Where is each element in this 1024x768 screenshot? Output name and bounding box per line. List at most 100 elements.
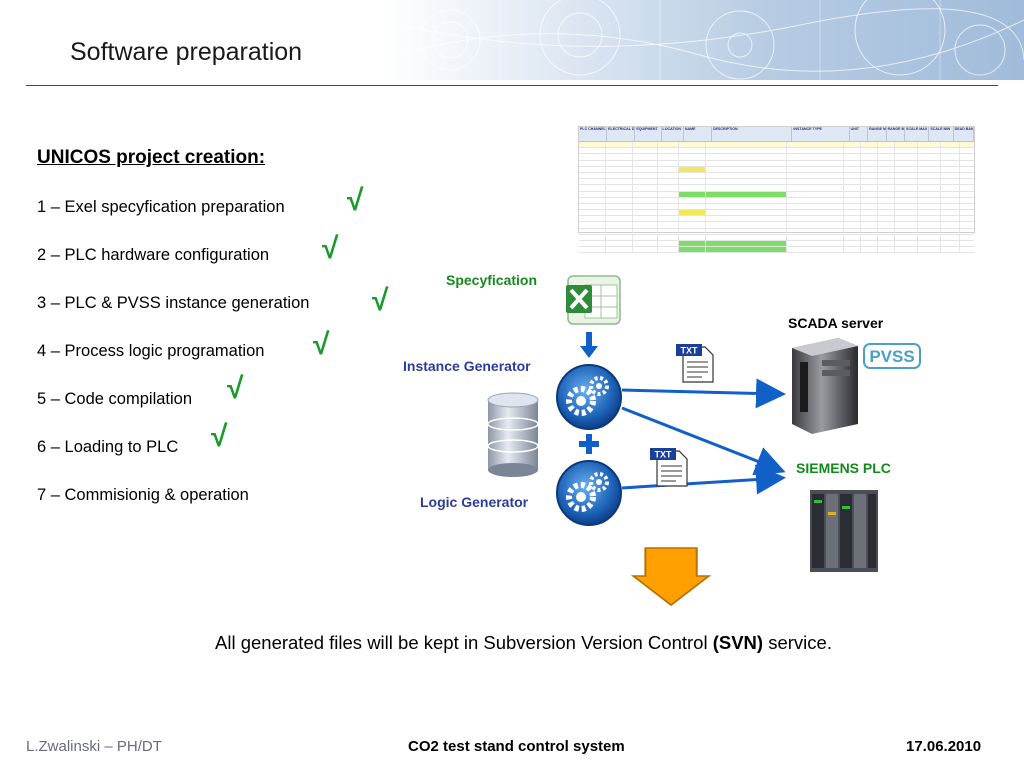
spreadsheet-cell bbox=[658, 247, 679, 253]
spreadsheet-cell bbox=[844, 222, 861, 228]
step-3: 3 – PLC & PVSS instance generation bbox=[37, 294, 310, 312]
logic-to-plc-arrow bbox=[621, 464, 786, 495]
spreadsheet-cell bbox=[861, 172, 878, 179]
spreadsheet-cell bbox=[861, 142, 878, 148]
spreadsheet-cell bbox=[633, 179, 658, 185]
plc-icon bbox=[810, 490, 878, 572]
spreadsheet-cell bbox=[895, 203, 918, 210]
spreadsheet-cell bbox=[658, 197, 679, 203]
spreadsheet-column-header: SCALE MIN bbox=[929, 127, 954, 141]
spreadsheet-cell bbox=[579, 154, 606, 160]
spreadsheet-cell bbox=[658, 228, 679, 234]
spreadsheet-cell bbox=[579, 247, 606, 253]
spreadsheet-cell bbox=[941, 160, 960, 166]
spreadsheet-cell bbox=[918, 148, 941, 154]
spreadsheet-cell bbox=[579, 142, 606, 148]
spreadsheet-cell bbox=[941, 154, 960, 160]
spreadsheet-cell bbox=[895, 234, 918, 240]
spreadsheet-column-header: ELECTRICAL DIAGRAM bbox=[607, 127, 636, 141]
spreadsheet-cell bbox=[579, 234, 606, 240]
spreadsheet-row bbox=[579, 241, 974, 248]
checkmark-icon: √ bbox=[372, 284, 389, 317]
spreadsheet-cell bbox=[787, 203, 844, 210]
spreadsheet-cell bbox=[706, 185, 787, 191]
step-7: 7 – Commisionig & operation bbox=[37, 486, 249, 504]
spreadsheet-row bbox=[579, 210, 974, 217]
spreadsheet-cell bbox=[941, 142, 960, 148]
spreadsheet-cell bbox=[941, 241, 960, 247]
spreadsheet-cell bbox=[918, 142, 941, 148]
spreadsheet-cell bbox=[706, 222, 787, 228]
spreadsheet-cell bbox=[787, 166, 844, 172]
spreadsheet-cell bbox=[941, 222, 960, 228]
spreadsheet-cell bbox=[941, 166, 960, 172]
spreadsheet-column-header: DESCRIPTION bbox=[712, 127, 793, 141]
spreadsheet-row bbox=[579, 148, 974, 155]
spreadsheet-cell bbox=[633, 185, 658, 191]
spreadsheet-row bbox=[579, 154, 974, 161]
spreadsheet-cell bbox=[895, 191, 918, 197]
spreadsheet-row bbox=[579, 172, 974, 180]
spreadsheet-cell bbox=[606, 185, 633, 191]
spreadsheet-cell bbox=[606, 148, 633, 154]
spreadsheet-cell bbox=[679, 154, 706, 160]
spreadsheet-cell bbox=[918, 172, 941, 179]
generator-to-scada-arrow bbox=[621, 378, 786, 409]
spreadsheet-cell bbox=[861, 154, 878, 160]
spreadsheet-cell bbox=[706, 172, 787, 179]
spreadsheet-column-header: EQUIPMENT bbox=[635, 127, 662, 141]
spreadsheet-cell bbox=[579, 228, 606, 234]
excel-icon bbox=[566, 275, 621, 325]
spreadsheet-cell bbox=[861, 160, 878, 166]
spreadsheet-cell bbox=[787, 197, 844, 203]
spreadsheet-cell bbox=[706, 241, 787, 247]
spreadsheet-cell bbox=[658, 154, 679, 160]
spreadsheet-cell bbox=[787, 247, 844, 253]
spreadsheet-cell bbox=[878, 197, 895, 203]
spreadsheet-cell bbox=[895, 247, 918, 253]
txt-label: TXT bbox=[655, 450, 673, 460]
spreadsheet-cell bbox=[679, 166, 706, 172]
spreadsheet-cell bbox=[941, 185, 960, 191]
spreadsheet-cell bbox=[878, 142, 895, 148]
spreadsheet-cell bbox=[941, 197, 960, 203]
spreadsheet-cell bbox=[658, 203, 679, 210]
spreadsheet-row bbox=[579, 191, 974, 198]
step-4: 4 – Process logic programation bbox=[37, 342, 265, 360]
spreadsheet-cell bbox=[606, 234, 633, 240]
spreadsheet-cell bbox=[787, 191, 844, 197]
spreadsheet-cell bbox=[679, 222, 706, 228]
spreadsheet-cell bbox=[844, 247, 861, 253]
scada-server-label: SCADA server bbox=[788, 315, 884, 331]
spreadsheet-cell bbox=[658, 241, 679, 247]
spreadsheet-row bbox=[579, 216, 974, 223]
spreadsheet-cell bbox=[633, 247, 658, 253]
spreadsheet-cell bbox=[895, 216, 918, 222]
spreadsheet-cell bbox=[861, 148, 878, 154]
spreadsheet-cell bbox=[941, 216, 960, 222]
instance-generator-gear-icon bbox=[556, 364, 622, 430]
spreadsheet-column-header: NAME bbox=[684, 127, 713, 141]
spreadsheet-column-header: INSTANCE TYPE bbox=[792, 127, 850, 141]
spreadsheet-row bbox=[579, 222, 974, 229]
spreadsheet-cell bbox=[633, 210, 658, 216]
spreadsheet-cell bbox=[606, 172, 633, 179]
spreadsheet-cell bbox=[606, 197, 633, 203]
spreadsheet-cell bbox=[679, 210, 706, 216]
spreadsheet-cell bbox=[878, 160, 895, 166]
spreadsheet-cell bbox=[658, 148, 679, 154]
spreadsheet-cell bbox=[706, 228, 787, 234]
spreadsheet-cell bbox=[861, 185, 878, 191]
pvss-logo-text: PVSS bbox=[869, 347, 914, 366]
spreadsheet-cell bbox=[706, 154, 787, 160]
spreadsheet-column-header: PLC CHANNEL bbox=[579, 127, 608, 141]
spreadsheet-cell bbox=[658, 210, 679, 216]
spreadsheet-cell bbox=[918, 154, 941, 160]
spreadsheet-cell bbox=[861, 166, 878, 172]
spreadsheet-cell bbox=[706, 234, 787, 240]
spreadsheet-cell bbox=[787, 216, 844, 222]
spreadsheet-cell bbox=[679, 197, 706, 203]
spreadsheet-cell bbox=[706, 142, 787, 148]
spreadsheet-cell bbox=[579, 148, 606, 154]
spreadsheet-cell bbox=[844, 172, 861, 179]
